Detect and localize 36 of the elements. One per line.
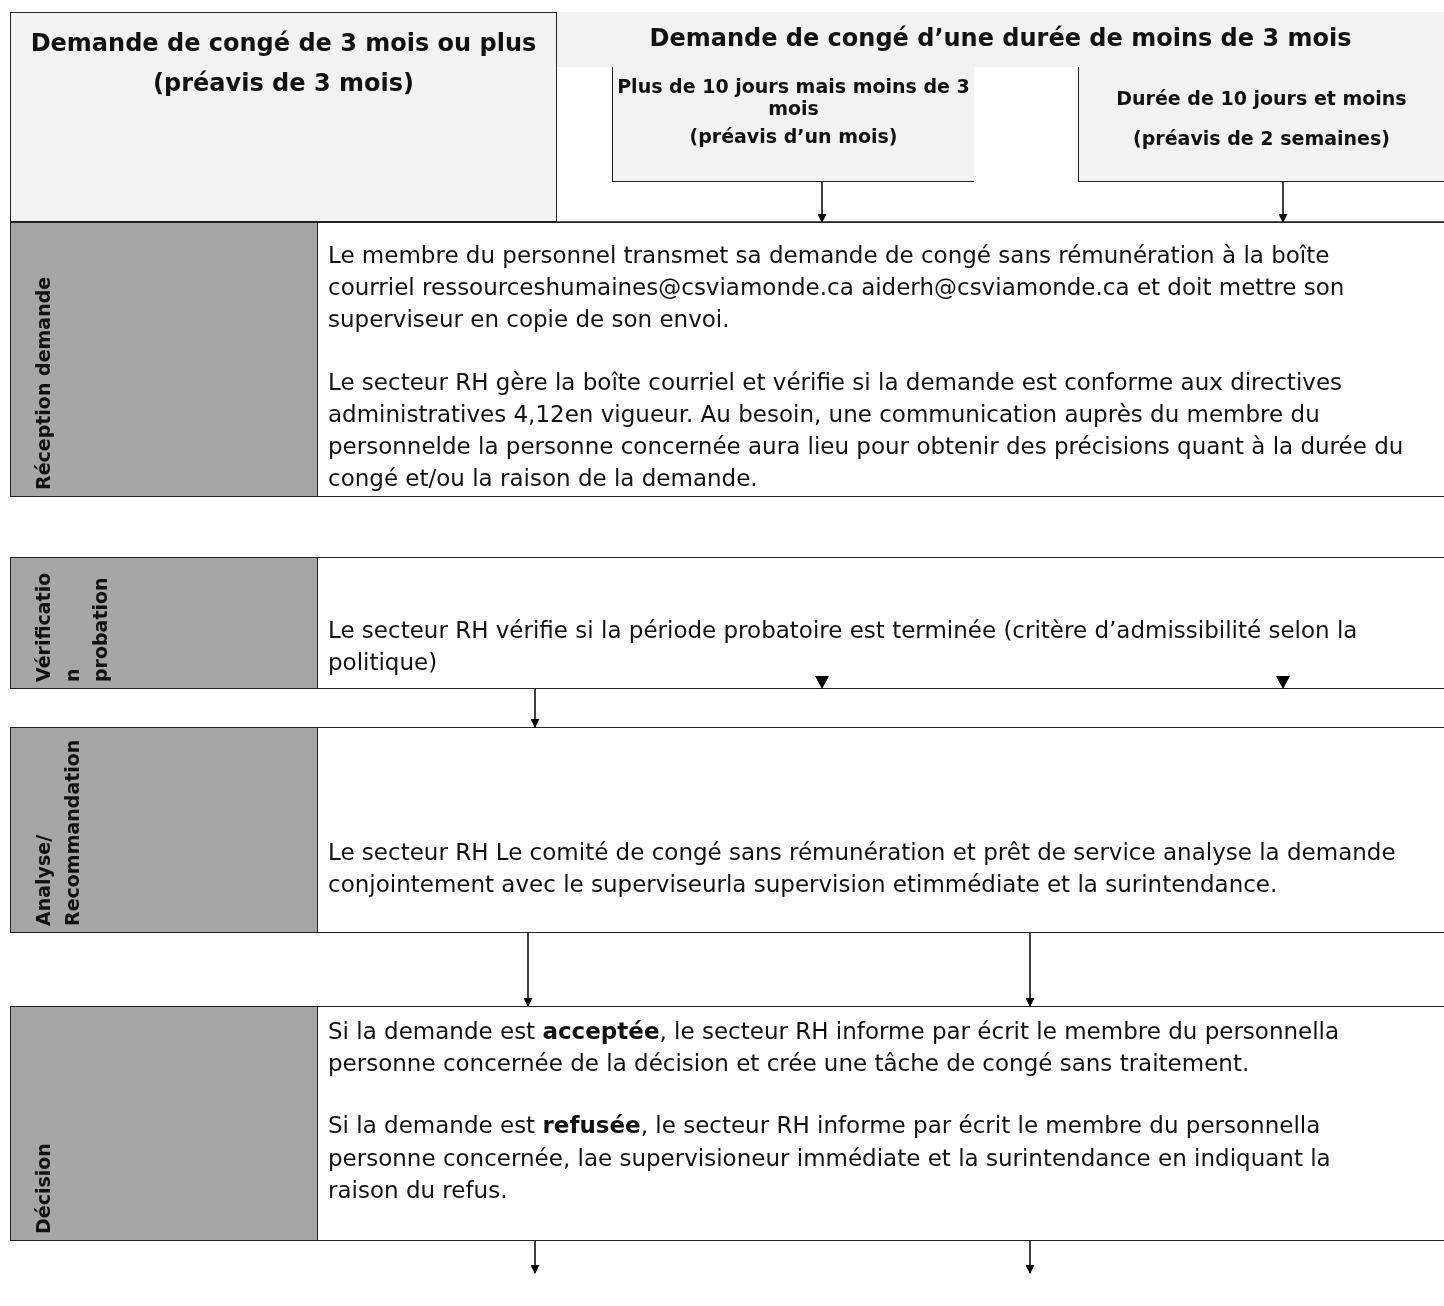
column-header (10, 12, 557, 222)
arrow (1025, 1240, 1035, 1274)
stage-label: Décision (31, 1142, 55, 1234)
header-text: Demande de congé d’une durée de moins de 3 mois (649, 24, 1352, 52)
header-text: (préavis d’un mois) (689, 125, 898, 147)
step-text: Si la demande est acceptée, le secteur RH informe par écrit le membre du personnella personne concernée de la décision et crée une tâche de congé sans traitement. (328, 1017, 1341, 1079)
arrow (530, 688, 540, 728)
column-header (612, 67, 974, 182)
step-description-box (318, 222, 1444, 497)
step-text: Le membre du personnel transmet sa demande de congé sans rémunération à la boîte courriel ressourceshumaines@csviamonde.ca aiderh@csviamonde.ca et doit mettre son superviseur en copie de son envoi. (328, 241, 1346, 335)
step-text: Si la demande est refusée, le secteur RH informe par écrit le membre du personnella personne concernée, lae supervisioneur immédiate et la surintendance en indiquant la raison du refus. (328, 1111, 1332, 1205)
stage-label: Vérification probation (31, 571, 112, 682)
step-description-box (318, 727, 1444, 933)
arrow (817, 181, 827, 223)
stage-label-box (10, 1006, 318, 1241)
step-text: Le secteur RH gère la boîte courriel et vérifie si la demande est conforme aux directives administratives 4,12en vigueur. Au besoin, une communication auprès du membre du personnelde la personne concernée aura lieu pour obtenir des précisions quant à la durée du congé et/ou la raison de la demande. (328, 367, 1404, 494)
arrow (530, 1240, 540, 1274)
stage-label: Analyse/ Recommandation (31, 738, 84, 926)
header-text: Plus de 10 jours mais moins de 3 mois (616, 75, 971, 119)
stage-label-box (10, 222, 318, 497)
header-text: Demande de congé de 3 mois ou plus (30, 29, 537, 57)
arrow (1278, 181, 1288, 223)
column-header (1078, 67, 1444, 182)
column-header (557, 12, 1444, 67)
step-description-box (318, 557, 1444, 689)
header-text: (préavis de 3 mois) (153, 69, 414, 97)
header-text: (préavis de 2 semaines) (1133, 127, 1390, 149)
stage-label: Réception demande (31, 275, 55, 490)
step-text: Le secteur RH vérifie si la période probatoire est terminée (critère d’admissibilité selon la politique) (328, 616, 1359, 678)
step-description-box (318, 1006, 1444, 1241)
stage-label-box (10, 557, 318, 689)
arrow (1025, 932, 1035, 1007)
stage-label-box (10, 727, 318, 933)
header-text: Durée de 10 jours et moins (1116, 87, 1407, 109)
arrow (523, 932, 533, 1007)
step-text: Le secteur RH Le comité de congé sans rémunération et prêt de service analyse la demande conjointement avec le superviseurla supervision etimmédiate et la surintendance. (328, 838, 1397, 900)
